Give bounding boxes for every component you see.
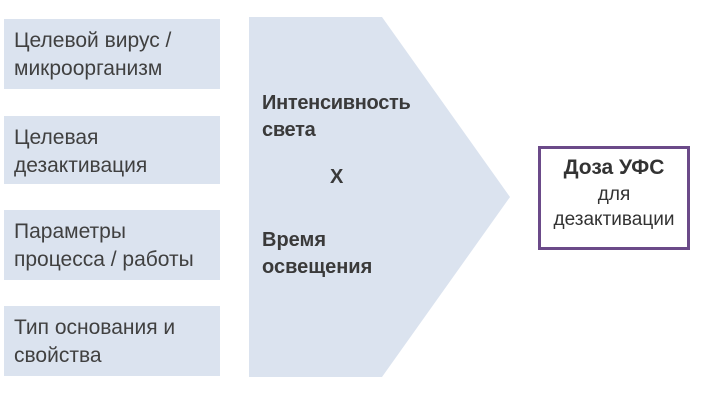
- result-line-3: дезактивации: [553, 209, 675, 230]
- factor-box-substrate-type: Тип основания и свойства: [4, 306, 220, 376]
- chevron-arrow-body: [249, 17, 510, 377]
- light-intensity-label: Интенсивность света: [262, 92, 411, 141]
- result-line-2: для: [597, 184, 631, 205]
- uvc-dose-result-box: Доза УФС для дезактивации: [538, 146, 690, 250]
- exposure-time-label: Время освещения: [262, 229, 373, 278]
- factor-box-target-inactivation: Целевая дезактивация: [4, 116, 220, 184]
- multiply-operator: X: [330, 166, 344, 188]
- factor-label: Целевая дезактивация: [14, 126, 148, 177]
- factor-label: Целевой вирус / микроорганизм: [14, 29, 172, 80]
- factor-box-process-parameters: Параметры процесса / работы: [4, 210, 220, 280]
- factor-label: Параметры процесса / работы: [14, 220, 194, 271]
- result-title: Доза УФС: [563, 156, 665, 179]
- factor-label: Тип основания и свойства: [14, 316, 176, 367]
- factor-box-target-virus: Целевой вирус / микроорганизм: [4, 19, 220, 89]
